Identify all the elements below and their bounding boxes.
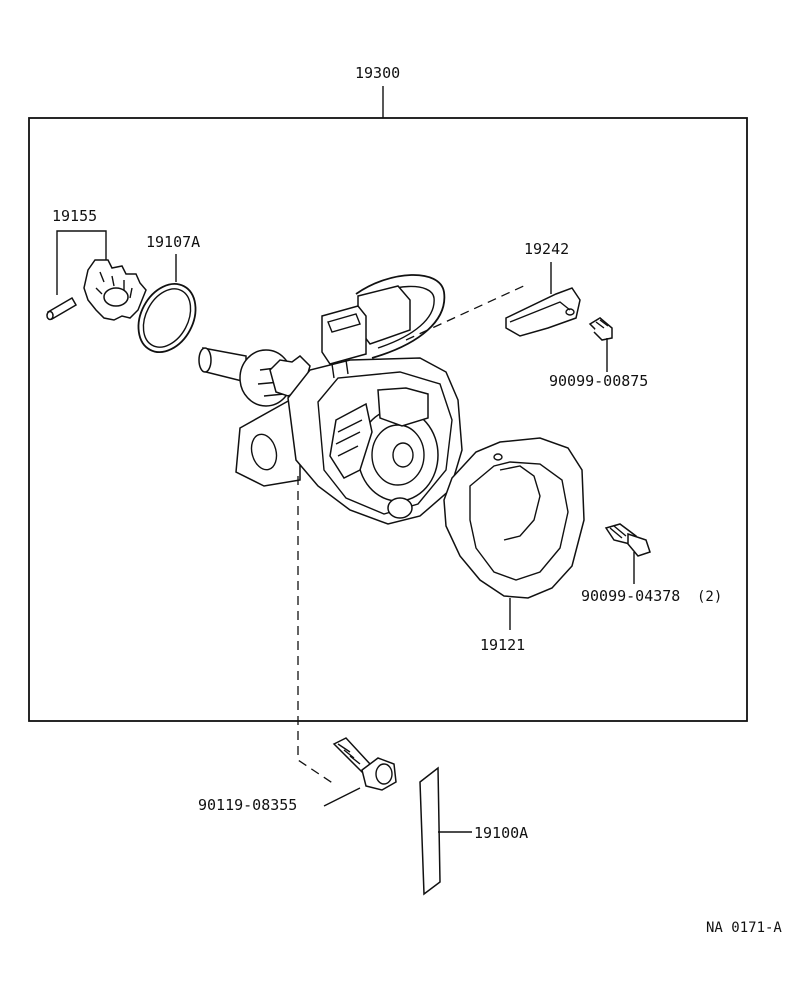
- bracket-part: [505, 287, 581, 337]
- cap-part: [443, 437, 585, 599]
- bracket-dashed-guide: [405, 283, 529, 341]
- label-assembly[interactable]: 19300: [355, 64, 400, 82]
- gear-part: [83, 259, 147, 321]
- o-ring-part: [137, 283, 197, 353]
- pin-part: [46, 296, 78, 321]
- label-o-ring[interactable]: 19107A: [146, 233, 200, 251]
- screw-bracket-part: [588, 317, 613, 341]
- label-label-plate[interactable]: 19100A: [474, 824, 528, 842]
- distributor-body: [198, 347, 463, 525]
- label-screw-cap[interactable]: 90099-04378: [581, 587, 680, 605]
- connector-harness: [321, 274, 446, 379]
- label-plate-part: [419, 766, 441, 896]
- mount-bolt-part: [332, 737, 397, 791]
- mount-bolt-leader: [323, 787, 361, 807]
- pin-gear-leader: [56, 230, 107, 295]
- label-cap[interactable]: 19121: [480, 636, 525, 654]
- label-screw-bracket[interactable]: 90099-00875: [549, 372, 648, 390]
- assembly-frame: [28, 117, 748, 722]
- label-pin-gear[interactable]: 19155: [52, 207, 97, 225]
- label-mount-bolt[interactable]: 90119-08355: [198, 796, 297, 814]
- label-screw-cap-qty[interactable]: (2): [697, 589, 722, 605]
- mount-bolt-dashed-guide: [297, 476, 335, 785]
- screw-cap-part: [604, 523, 651, 557]
- figure-code: NA 0171-A: [706, 920, 782, 936]
- label-bracket[interactable]: 19242: [524, 240, 569, 258]
